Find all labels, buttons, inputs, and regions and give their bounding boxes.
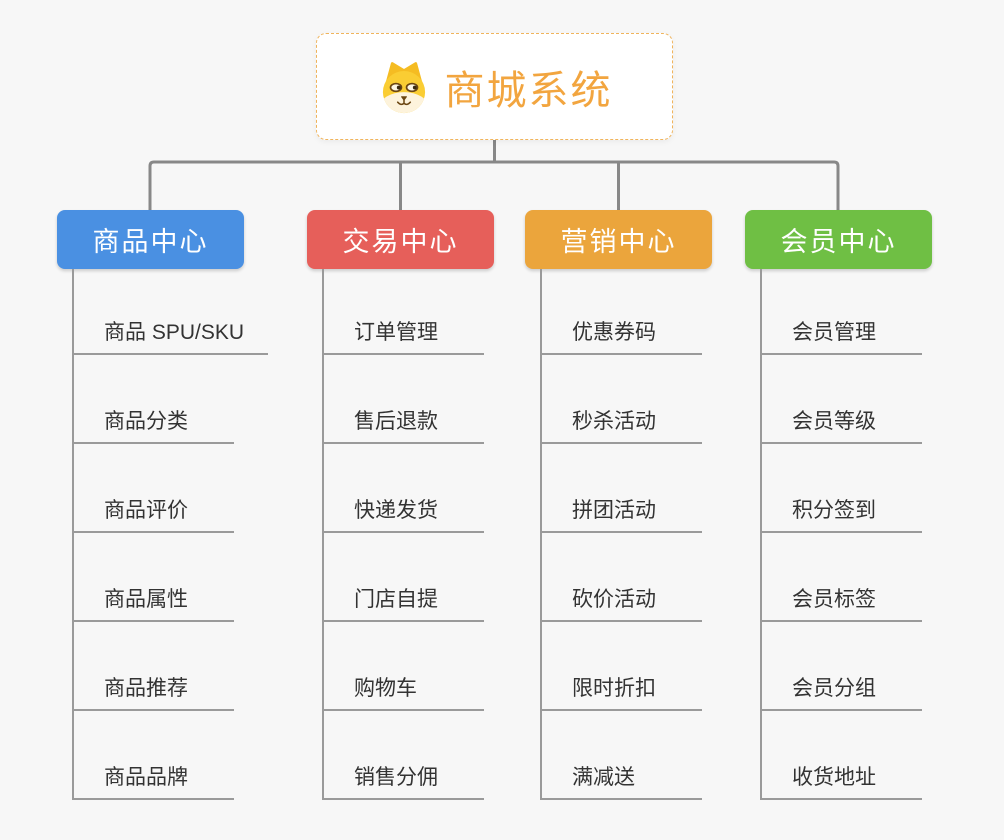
dog-face-icon	[382, 61, 425, 113]
leaf-column-trade-center: 订单管理 售后退款 快递发货 门店自提 购物车 销售分佣	[322, 269, 484, 800]
leaf-node[interactable]: 商品评价	[74, 444, 234, 533]
leaf-node[interactable]: 快递发货	[324, 444, 484, 533]
branch-trade-center[interactable]: 交易中心	[307, 210, 494, 269]
leaf-column-product-center: 商品 SPU/SKU 商品分类 商品评价 商品属性 商品推荐 商品品牌	[72, 269, 269, 800]
root-title: 商城系统	[444, 68, 613, 113]
leaf-node[interactable]: 秒杀活动	[542, 355, 702, 444]
leaf-node[interactable]: 限时折扣	[542, 622, 702, 711]
branch-marketing-center[interactable]: 营销中心	[525, 210, 712, 269]
leaf-node[interactable]: 砍价活动	[542, 533, 702, 622]
leaf-node[interactable]: 购物车	[324, 622, 484, 711]
leaf-node[interactable]: 拼团活动	[542, 444, 702, 533]
leaf-node[interactable]: 订单管理	[324, 269, 484, 355]
leaf-node[interactable]: 会员管理	[762, 269, 922, 355]
leaf-node[interactable]: 满减送	[542, 711, 702, 800]
branch-member-center[interactable]: 会员中心	[745, 210, 932, 269]
leaf-node[interactable]: 会员分组	[762, 622, 922, 711]
leaf-node[interactable]: 会员标签	[762, 533, 922, 622]
leaf-node[interactable]: 积分签到	[762, 444, 922, 533]
branch-product-center[interactable]: 商品中心	[57, 210, 244, 269]
leaf-node[interactable]: 优惠券码	[542, 269, 702, 355]
leaf-node[interactable]: 商品品牌	[74, 711, 234, 800]
leaf-column-marketing-center: 优惠券码 秒杀活动 拼团活动 砍价活动 限时折扣 满减送	[540, 269, 702, 800]
root-node[interactable]: 商城系统	[316, 33, 673, 140]
leaf-node[interactable]: 收货地址	[762, 711, 922, 800]
leaf-node[interactable]: 售后退款	[324, 355, 484, 444]
leaf-node[interactable]: 销售分佣	[324, 711, 484, 800]
leaf-node[interactable]: 商品属性	[74, 533, 234, 622]
leaf-node[interactable]: 商品分类	[74, 355, 234, 444]
leaf-node[interactable]: 会员等级	[762, 355, 922, 444]
leaf-node[interactable]: 商品 SPU/SKU	[74, 269, 269, 355]
leaf-column-member-center: 会员管理 会员等级 积分签到 会员标签 会员分组 收货地址	[760, 269, 922, 800]
leaf-node[interactable]: 门店自提	[324, 533, 484, 622]
leaf-node[interactable]: 商品推荐	[74, 622, 234, 711]
